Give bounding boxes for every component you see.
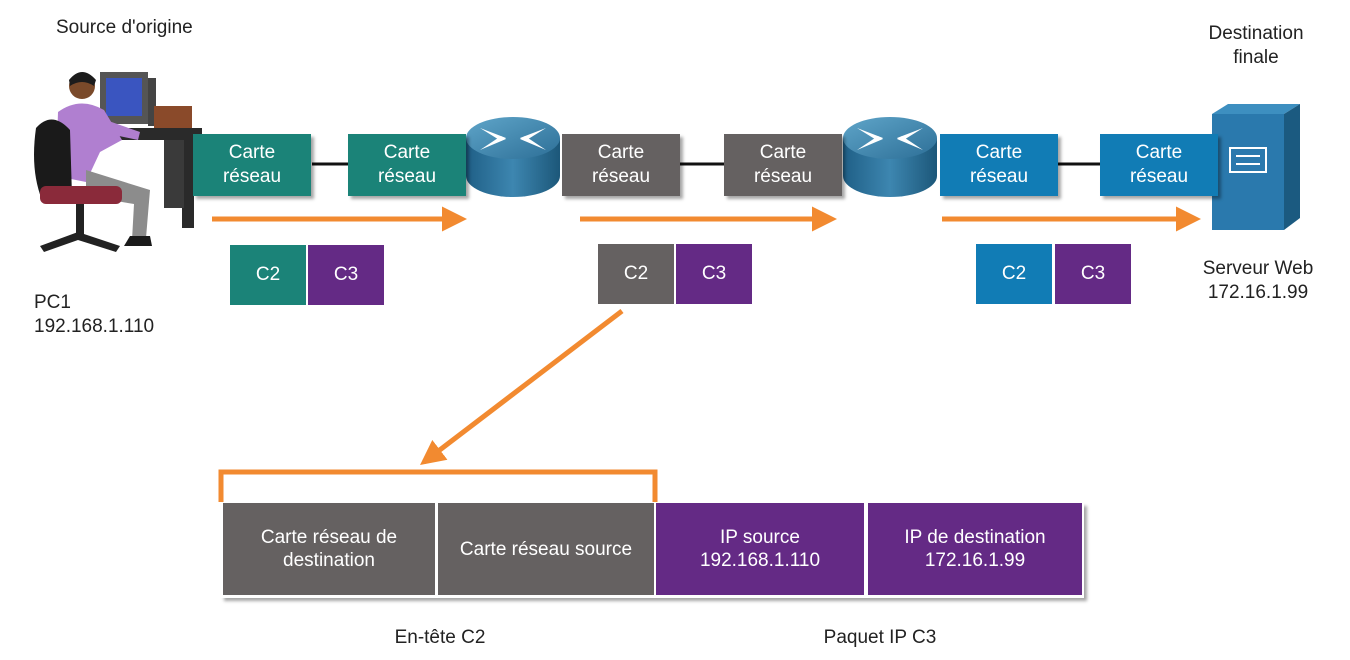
l2-header-legend: En-tête C2 — [394, 627, 486, 648]
nic-label-line1: Carte — [383, 142, 431, 163]
l3-packet-legend: Paquet IP C3 — [823, 627, 937, 648]
zoom-arrow — [420, 309, 624, 466]
nic-label-line1: Carte — [597, 142, 645, 163]
nic-label-line2: réseau — [1129, 166, 1189, 187]
source-title: Source d'origine — [56, 17, 193, 38]
l3-chip: C3 — [1055, 244, 1131, 304]
destination-title-line1: Destination — [1208, 23, 1304, 44]
nic-box: Carte réseau — [940, 134, 1058, 196]
frame-ip-source-value: 192.168.1.110 — [699, 550, 821, 571]
nic-label-line2: réseau — [377, 166, 437, 187]
server-icon — [1212, 104, 1300, 230]
l2-chip: C2 — [976, 244, 1052, 304]
nic-box: Carte réseau — [193, 134, 311, 196]
frame-src-nic-label: Carte réseau source — [459, 538, 633, 560]
router-icon — [466, 117, 560, 197]
destination-title-line2: finale — [1233, 47, 1279, 68]
frame-ip-dest-value: 172.16.1.99 — [924, 550, 1026, 571]
l2-chip: C2 — [230, 245, 306, 305]
frame-dest-nic-line1: Carte réseau de — [260, 527, 398, 548]
frame-ip-source-label: IP source — [720, 527, 800, 548]
destination-name: Serveur Web — [1202, 258, 1314, 279]
frame-dest-nic-line2: destination — [283, 550, 375, 571]
l2-chip: C2 — [598, 244, 674, 304]
nic-label-line2: réseau — [591, 166, 651, 187]
frame-dest-nic: Carte réseau de destination — [223, 503, 435, 595]
nic-label-line2: réseau — [969, 166, 1029, 187]
frame-ip-dest-label: IP de destination — [904, 527, 1046, 548]
pc-user-icon — [34, 72, 202, 252]
nic-label-line1: Carte — [759, 142, 807, 163]
l3-chip: C3 — [308, 245, 384, 305]
router-icon — [843, 117, 937, 197]
source-name: PC1 — [34, 292, 71, 313]
nic-box: Carte réseau — [1100, 134, 1218, 196]
l3-chip: C3 — [676, 244, 752, 304]
frame-src-nic: Carte réseau source — [438, 503, 654, 595]
nic-label-line2: réseau — [753, 166, 813, 187]
header-bracket — [218, 469, 658, 502]
nic-box: Carte réseau — [348, 134, 466, 196]
nic-label-line1: Carte — [975, 142, 1023, 163]
destination-ip: 172.16.1.99 — [1207, 282, 1309, 303]
nic-box: Carte réseau — [724, 134, 842, 196]
nic-label-line1: Carte — [228, 142, 276, 163]
source-ip: 192.168.1.110 — [34, 316, 155, 337]
frame-ip-dest: IP de destination 172.16.1.99 — [868, 503, 1082, 595]
nic-box: Carte réseau — [562, 134, 680, 196]
nic-label-line1: Carte — [1135, 142, 1183, 163]
nic-label-line2: réseau — [222, 166, 282, 187]
frame-ip-source: IP source 192.168.1.110 — [656, 503, 864, 595]
